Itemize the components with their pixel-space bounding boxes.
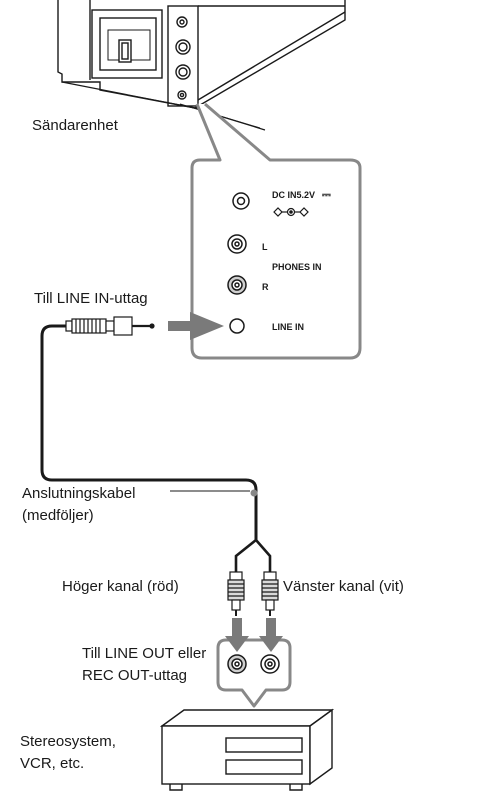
transmitter-jacks: [175, 16, 191, 100]
stereo-label-line1: Stereosystem,: [20, 733, 116, 750]
cable-label-line2: (medföljer): [22, 507, 94, 524]
transmitter-label: Sändarenhet: [32, 117, 119, 134]
cable-label-line1: Anslutningskabel: [22, 485, 135, 502]
to-line-in-label: Till LINE IN-uttag: [34, 290, 148, 307]
l-label: L: [262, 242, 268, 252]
phones-r-jack: [227, 275, 247, 295]
connecting-cable: [40, 324, 258, 540]
r-label: R: [262, 282, 269, 292]
left-arrow: [259, 618, 283, 652]
output-callout: [216, 638, 292, 708]
line-in-arrow: [168, 312, 224, 340]
line-in-jack: [229, 318, 245, 334]
cable-split: [234, 538, 272, 572]
cable-leader-dot: [250, 489, 258, 497]
rca-plug-left: [261, 571, 279, 616]
left-channel-label: Vänster kanal (vit): [283, 578, 404, 595]
phones-l-jack: [227, 234, 247, 254]
dc-symbol: ⎓: [322, 189, 331, 201]
mini-plug: [65, 316, 155, 336]
polarity-icon: [273, 207, 309, 217]
to-line-out-label-line2: REC OUT-uttag: [82, 667, 187, 684]
to-line-out-label-line1: Till LINE OUT eller: [82, 645, 206, 662]
right-arrow: [225, 618, 249, 652]
rca-plug-right: [227, 571, 245, 616]
callout-panel: DC IN5.2V ⎓ L PHONES IN R LINE: [190, 102, 362, 360]
right-channel-label: Höger kanal (röd): [62, 578, 179, 595]
dc-in-jack: [232, 192, 250, 210]
phones-in-label: PHONES IN: [272, 262, 322, 272]
line-in-label: LINE IN: [272, 322, 304, 332]
callout-outline: [190, 102, 362, 360]
line-out-jacks: [227, 654, 280, 674]
stereo-system-device: [159, 708, 335, 791]
dc-in-label: DC IN5.2V: [272, 190, 315, 200]
stereo-label-line2: VCR, etc.: [20, 755, 84, 772]
